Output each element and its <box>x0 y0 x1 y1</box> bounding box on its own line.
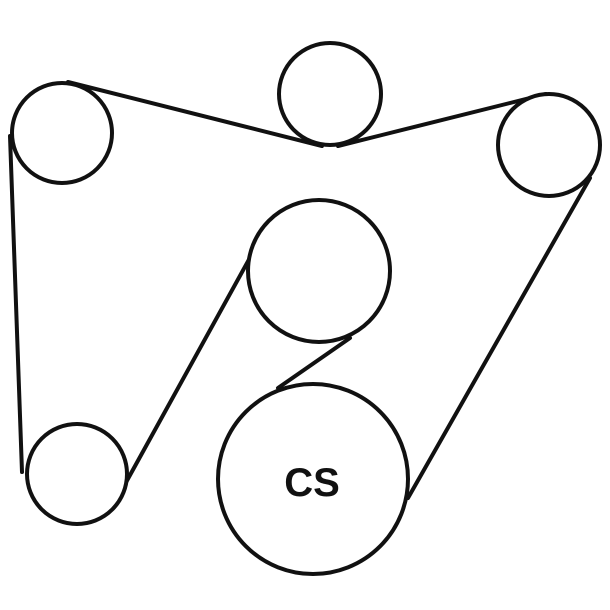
pulley-top-right <box>496 92 602 198</box>
pulley-top-left <box>10 81 114 185</box>
pulley-crankshaft <box>216 382 410 576</box>
crankshaft-label: CS <box>284 461 340 505</box>
belt-segment-top-left-to-top-center <box>66 80 324 148</box>
belt-segment-top-center-to-top-right <box>336 92 548 148</box>
pulley-center <box>246 198 392 344</box>
belt-segment-top-right-to-crankshaft <box>406 176 592 500</box>
belt-segment-bottom-left-to-top-left <box>8 134 24 474</box>
belt-segment-center-to-bottom-left <box>122 252 254 488</box>
pulleys <box>10 41 602 576</box>
belt-segment-center-to-crankshaft <box>276 336 352 390</box>
pulley-top-center <box>277 41 383 147</box>
serpentine-belt <box>8 80 592 500</box>
pulley-bottom-left <box>25 422 129 526</box>
